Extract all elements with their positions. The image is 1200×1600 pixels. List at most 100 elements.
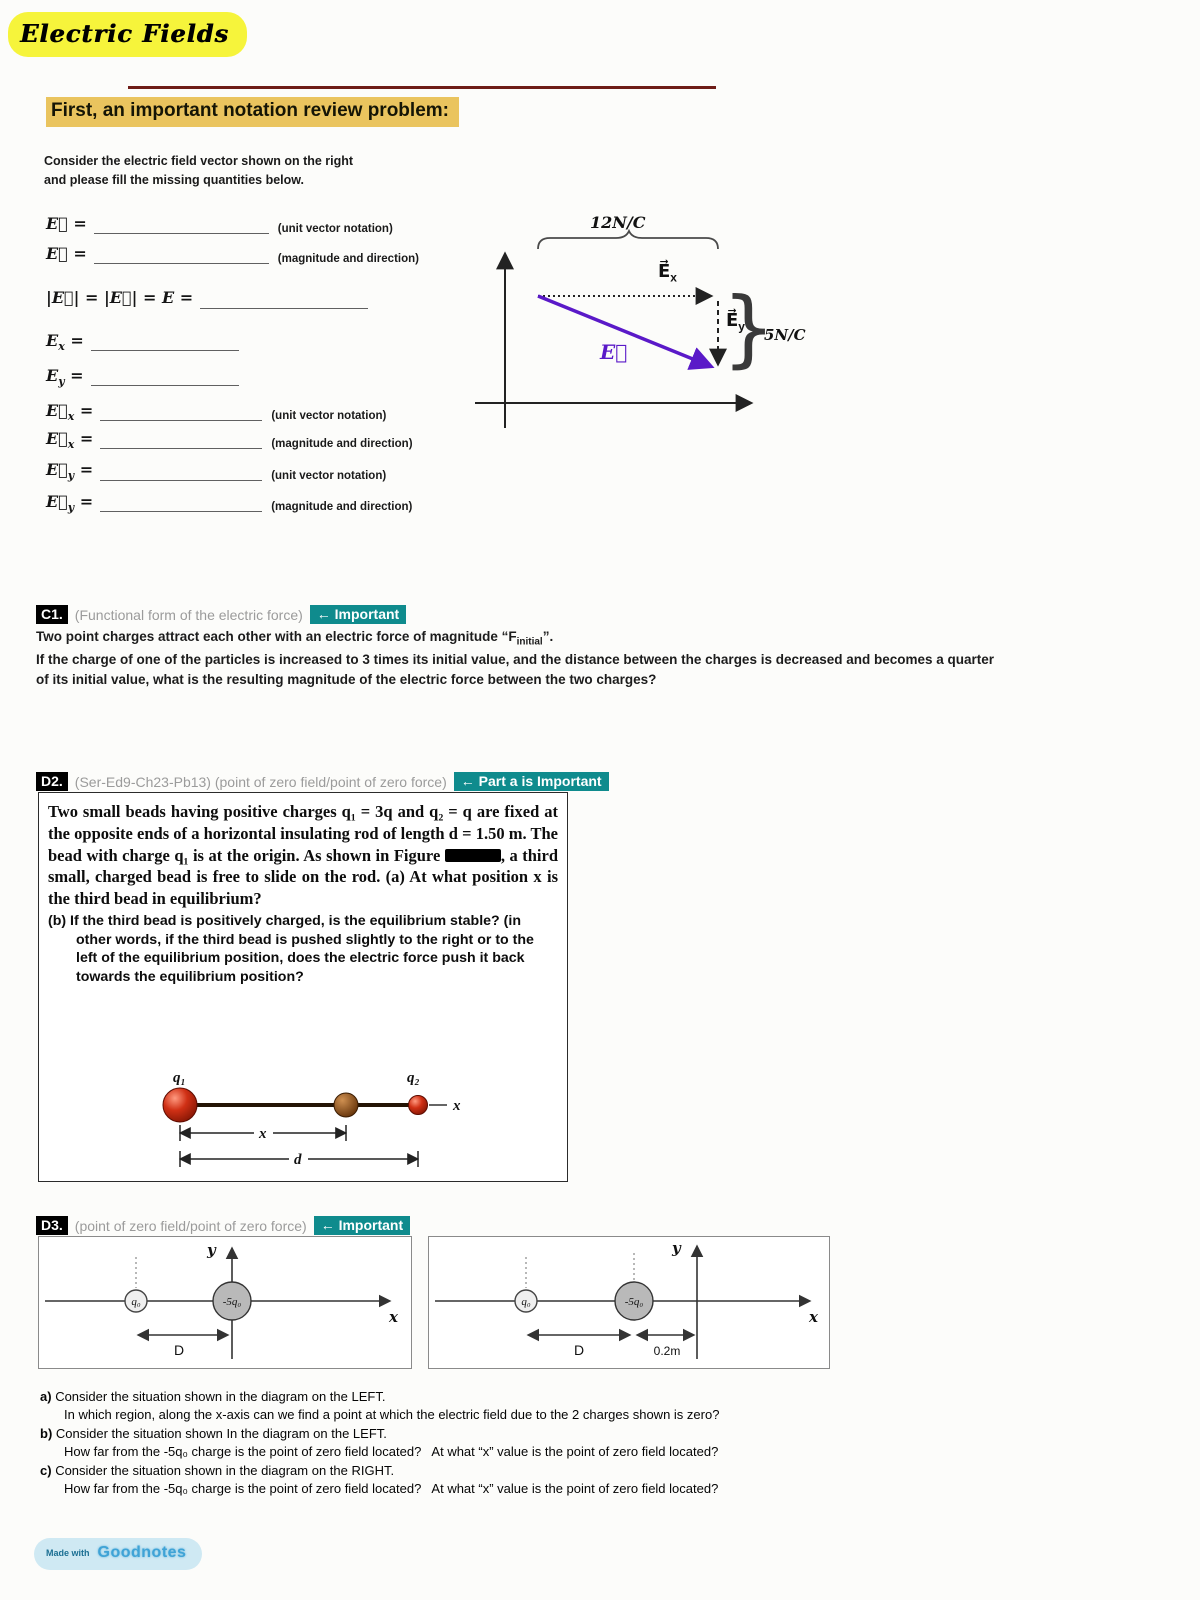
d2-subtitle: (Ser-Ed9-Ch23-Pb13) (point of zero field…: [74, 773, 447, 790]
e-vector-arrow: [537, 294, 715, 370]
charge-q0: [124, 1289, 148, 1313]
q1-label: q₁: [173, 1071, 186, 1086]
bead-q2: [408, 1095, 428, 1115]
fill-row-ey-mag-dir: E⃗y = (magnitude and direction): [46, 492, 496, 514]
field-note: (magnitude and direction): [271, 500, 413, 513]
x-label: x: [388, 1308, 399, 1326]
minus5q0-label: -5q₀: [223, 1296, 242, 1308]
blank-answer-line: [100, 406, 263, 422]
blank-answer-line: [90, 371, 239, 386]
section-d3-header: D3. (point of zero field/point of zero f…: [36, 1216, 411, 1235]
d2-figure: q₁ q₂ x x d: [162, 1071, 461, 1168]
question-a-line2: In which region, along the x-axis can we…: [64, 1407, 720, 1423]
dim-d-label: d: [294, 1152, 302, 1168]
c1-rest: If the charge of one of the particles is…: [36, 651, 995, 688]
charge-minus5q0: [212, 1281, 252, 1321]
d2-tag: D2.: [36, 772, 68, 791]
field-label: E⃗ =: [46, 244, 87, 264]
question-c-line2: How far from the -5q₀ charge is the poin…: [64, 1481, 719, 1497]
field-label: E⃗x =: [46, 429, 94, 452]
section-c1-header: C1. (Functional form of the electric for…: [36, 605, 407, 624]
ex-vector-label: E⃗x: [658, 261, 677, 285]
question-c-line1: c) Consider the situation shown in the d…: [40, 1462, 395, 1478]
question-b-line1: b) Consider the situation shown In the d…: [40, 1425, 387, 1441]
e-field-vector-diagram: } 12N/C E⃗x E⃗y 5N/C E⃗: [460, 213, 890, 478]
blank-answer-line: [200, 294, 369, 309]
right-brace: }: [722, 279, 775, 377]
q2-label: q₂: [407, 1071, 420, 1086]
dim-x-label: x: [258, 1126, 267, 1142]
y-label: y: [671, 1239, 682, 1257]
charge-minus5q0: [614, 1281, 654, 1321]
fill-row-ey-unit-vector: E⃗y = (unit vector notation): [46, 460, 496, 482]
made-with-label: Made with: [46, 1548, 90, 1558]
d3-right-figure: q₀ -5q₀ D 0.2m y x: [435, 1239, 819, 1359]
c1-line1: Two point charges attract each other wit…: [36, 629, 554, 648]
top-magnitude-label: 12N/C: [590, 213, 646, 232]
dim-D-label: D: [174, 1342, 184, 1358]
blank-answer-line: [90, 336, 239, 351]
right-magnitude-label: 5N/C: [764, 326, 806, 344]
field-label: E⃗y =: [46, 491, 94, 514]
field-label: E⃗ =: [46, 214, 87, 233]
dim-D-label: D: [574, 1342, 584, 1358]
field-label: E⃗y =: [46, 460, 94, 483]
top-dimension-bracket: [537, 228, 719, 250]
x-axis-label: x: [452, 1098, 461, 1114]
field-label: Ex =: [46, 330, 84, 353]
d3-right-diagram-box: q₀ -5q₀ D 0.2m y x: [428, 1236, 830, 1369]
charge-q0: [514, 1289, 538, 1313]
fill-row-ex-component: Ex =: [46, 331, 496, 353]
d3-left-diagram-box: q₀ -5q₀ D y x: [38, 1236, 412, 1369]
q0-label: q₀: [521, 1296, 531, 1308]
d2-important-badge: ← Part a is Important: [453, 772, 609, 791]
d2-problem-text: Two small beads having positive charges …: [48, 802, 558, 909]
q0-label: q₀: [131, 1296, 141, 1308]
fill-row-magnitude: |E⃗| = |E⃗| = E =: [46, 288, 496, 310]
question-b-line2: How far from the -5q₀ charge is the poin…: [64, 1444, 719, 1460]
fill-in-list: E⃗ = (unit vector notation) E⃗ = (magnit…: [46, 214, 496, 514]
d3-important-badge: ← Important: [313, 1216, 411, 1235]
question-a-line1: a) Consider the situation shown in the d…: [40, 1389, 386, 1404]
field-label: E⃗x =: [46, 400, 94, 424]
field-note: (unit vector notation): [277, 223, 393, 236]
fill-row-e-unit-vector: E⃗ = (unit vector notation): [46, 214, 496, 236]
blank-answer-line: [93, 249, 269, 265]
field-label: Ey =: [46, 365, 84, 388]
d3-tag: D3.: [36, 1216, 68, 1235]
goodnotes-badge: Made with Goodnotes: [34, 1538, 203, 1570]
e-vector-label: E⃗: [600, 340, 628, 364]
c1-important-badge: ← Important: [309, 605, 407, 624]
c1-problem-text: Two point charges attract each other wit…: [36, 627, 1001, 691]
c1-subtitle: (Functional form of the electric force): [74, 606, 303, 623]
d3-left-figure: q₀ -5q₀ D y x: [45, 1241, 399, 1359]
blank-answer-line: [93, 219, 269, 235]
d2-part-b-text: (b) If the third bead is positively char…: [48, 912, 534, 986]
fill-row-ex-unit-vector: E⃗x = (unit vector notation): [46, 401, 496, 423]
field-note: (magnitude and direction): [271, 438, 413, 451]
dim-02m-label: 0.2m: [654, 1344, 681, 1358]
intro-line-1: Consider the electric field vector shown…: [44, 154, 354, 168]
d3-subtitle: (point of zero field/point of zero force…: [74, 1217, 307, 1234]
fill-row-ey-component: Ey =: [46, 366, 496, 388]
page-title: Electric Fields: [8, 12, 247, 57]
fill-row-ex-mag-dir: E⃗x = (magnitude and direction): [46, 429, 496, 451]
field-note: (magnitude and direction): [277, 253, 419, 266]
vector-diagram-svg: }: [475, 228, 775, 428]
intro-line-2: and please fill the missing quantities b…: [44, 173, 305, 188]
blank-answer-line: [100, 466, 263, 481]
third-bead: [333, 1092, 359, 1118]
redacted-figure-ref: [444, 848, 501, 862]
field-note: (unit vector notation): [271, 410, 387, 423]
minus5q0-label: -5q₀: [625, 1296, 644, 1308]
notation-heading: First, an important notation review prob…: [46, 97, 459, 127]
title-divider: [128, 86, 716, 89]
field-note: (unit vector notation): [271, 469, 387, 482]
section-d2-header: D2. (Ser-Ed9-Ch23-Pb13) (point of zero f…: [36, 772, 609, 791]
notation-intro: Consider the electric field vector shown…: [44, 152, 353, 191]
bead-q1: [162, 1087, 198, 1123]
c1-tag: C1.: [36, 605, 68, 624]
fill-row-e-mag-dir: E⃗ = (magnitude and direction): [46, 244, 496, 266]
ey-vector-label: E⃗y: [726, 310, 745, 334]
d3-questions: a) Consider the situation shown in the d…: [40, 1388, 1170, 1499]
